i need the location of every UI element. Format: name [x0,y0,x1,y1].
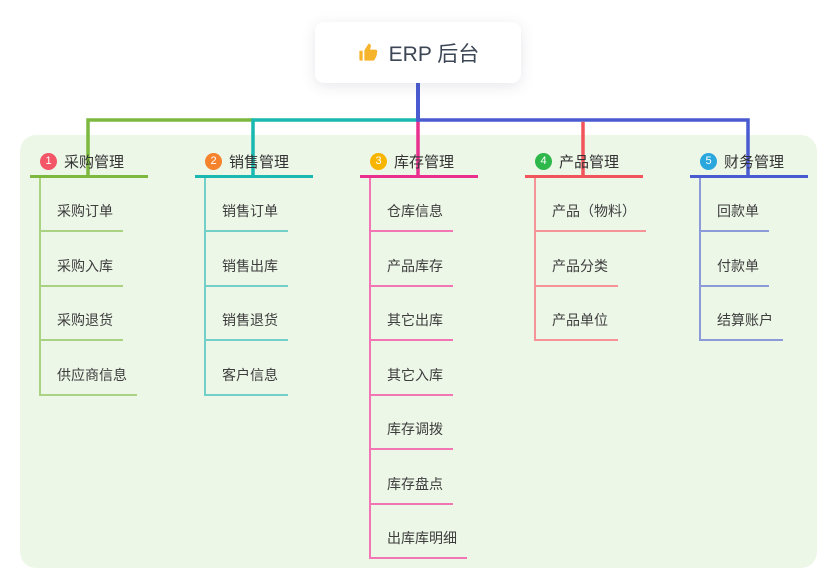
branch-number-badge: 2 [205,152,222,170]
branch-number-badge: 1 [40,152,57,170]
child-node[interactable]: 产品库存 [369,257,453,287]
branch-label: 库存管理 [394,153,455,171]
branch-spine [204,178,206,396]
child-node[interactable]: 采购入库 [39,257,123,287]
child-node[interactable]: 供应商信息 [39,366,137,396]
child-node[interactable]: 其它入库 [369,366,453,396]
branches-panel [20,135,817,568]
child-node[interactable]: 其它出库 [369,311,453,341]
branch-number-badge: 4 [535,152,552,170]
child-node[interactable]: 回款单 [699,202,769,232]
branch-node-1[interactable]: 1 采购管理 [30,147,148,178]
branch-number-badge: 5 [700,152,717,170]
child-node[interactable]: 采购退货 [39,311,123,341]
branch-label: 采购管理 [64,153,125,171]
root-node[interactable]: ERP 后台 [315,22,521,83]
child-node[interactable]: 出库库明细 [369,529,467,559]
child-node[interactable]: 库存盘点 [369,475,453,505]
branch-node-4[interactable]: 4 产品管理 [525,147,643,178]
child-node[interactable]: 产品分类 [534,257,618,287]
branch-node-3[interactable]: 3 库存管理 [360,147,478,178]
thumbs-up-icon [357,41,380,64]
branch-spine [699,178,701,341]
branch-node-5[interactable]: 5 财务管理 [690,147,808,178]
child-node[interactable]: 采购订单 [39,202,123,232]
root-node-label: ERP 后台 [388,42,480,66]
child-node[interactable]: 销售退货 [204,311,288,341]
child-node[interactable]: 付款单 [699,257,769,287]
branch-spine [369,178,371,559]
branch-label: 销售管理 [229,153,290,171]
child-node[interactable]: 库存调拨 [369,420,453,450]
branch-label: 财务管理 [724,153,785,171]
child-node[interactable]: 仓库信息 [369,202,453,232]
child-node[interactable]: 销售出库 [204,257,288,287]
child-node[interactable]: 产品（物料） [534,202,646,232]
branch-spine [534,178,536,341]
child-node[interactable]: 结算账户 [699,311,783,341]
child-node[interactable]: 客户信息 [204,366,288,396]
child-node[interactable]: 产品单位 [534,311,618,341]
branch-spine [39,178,41,396]
branch-label: 产品管理 [559,153,620,171]
child-node[interactable]: 销售订单 [204,202,288,232]
branch-number-badge: 3 [370,152,387,170]
branch-node-2[interactable]: 2 销售管理 [195,147,313,178]
